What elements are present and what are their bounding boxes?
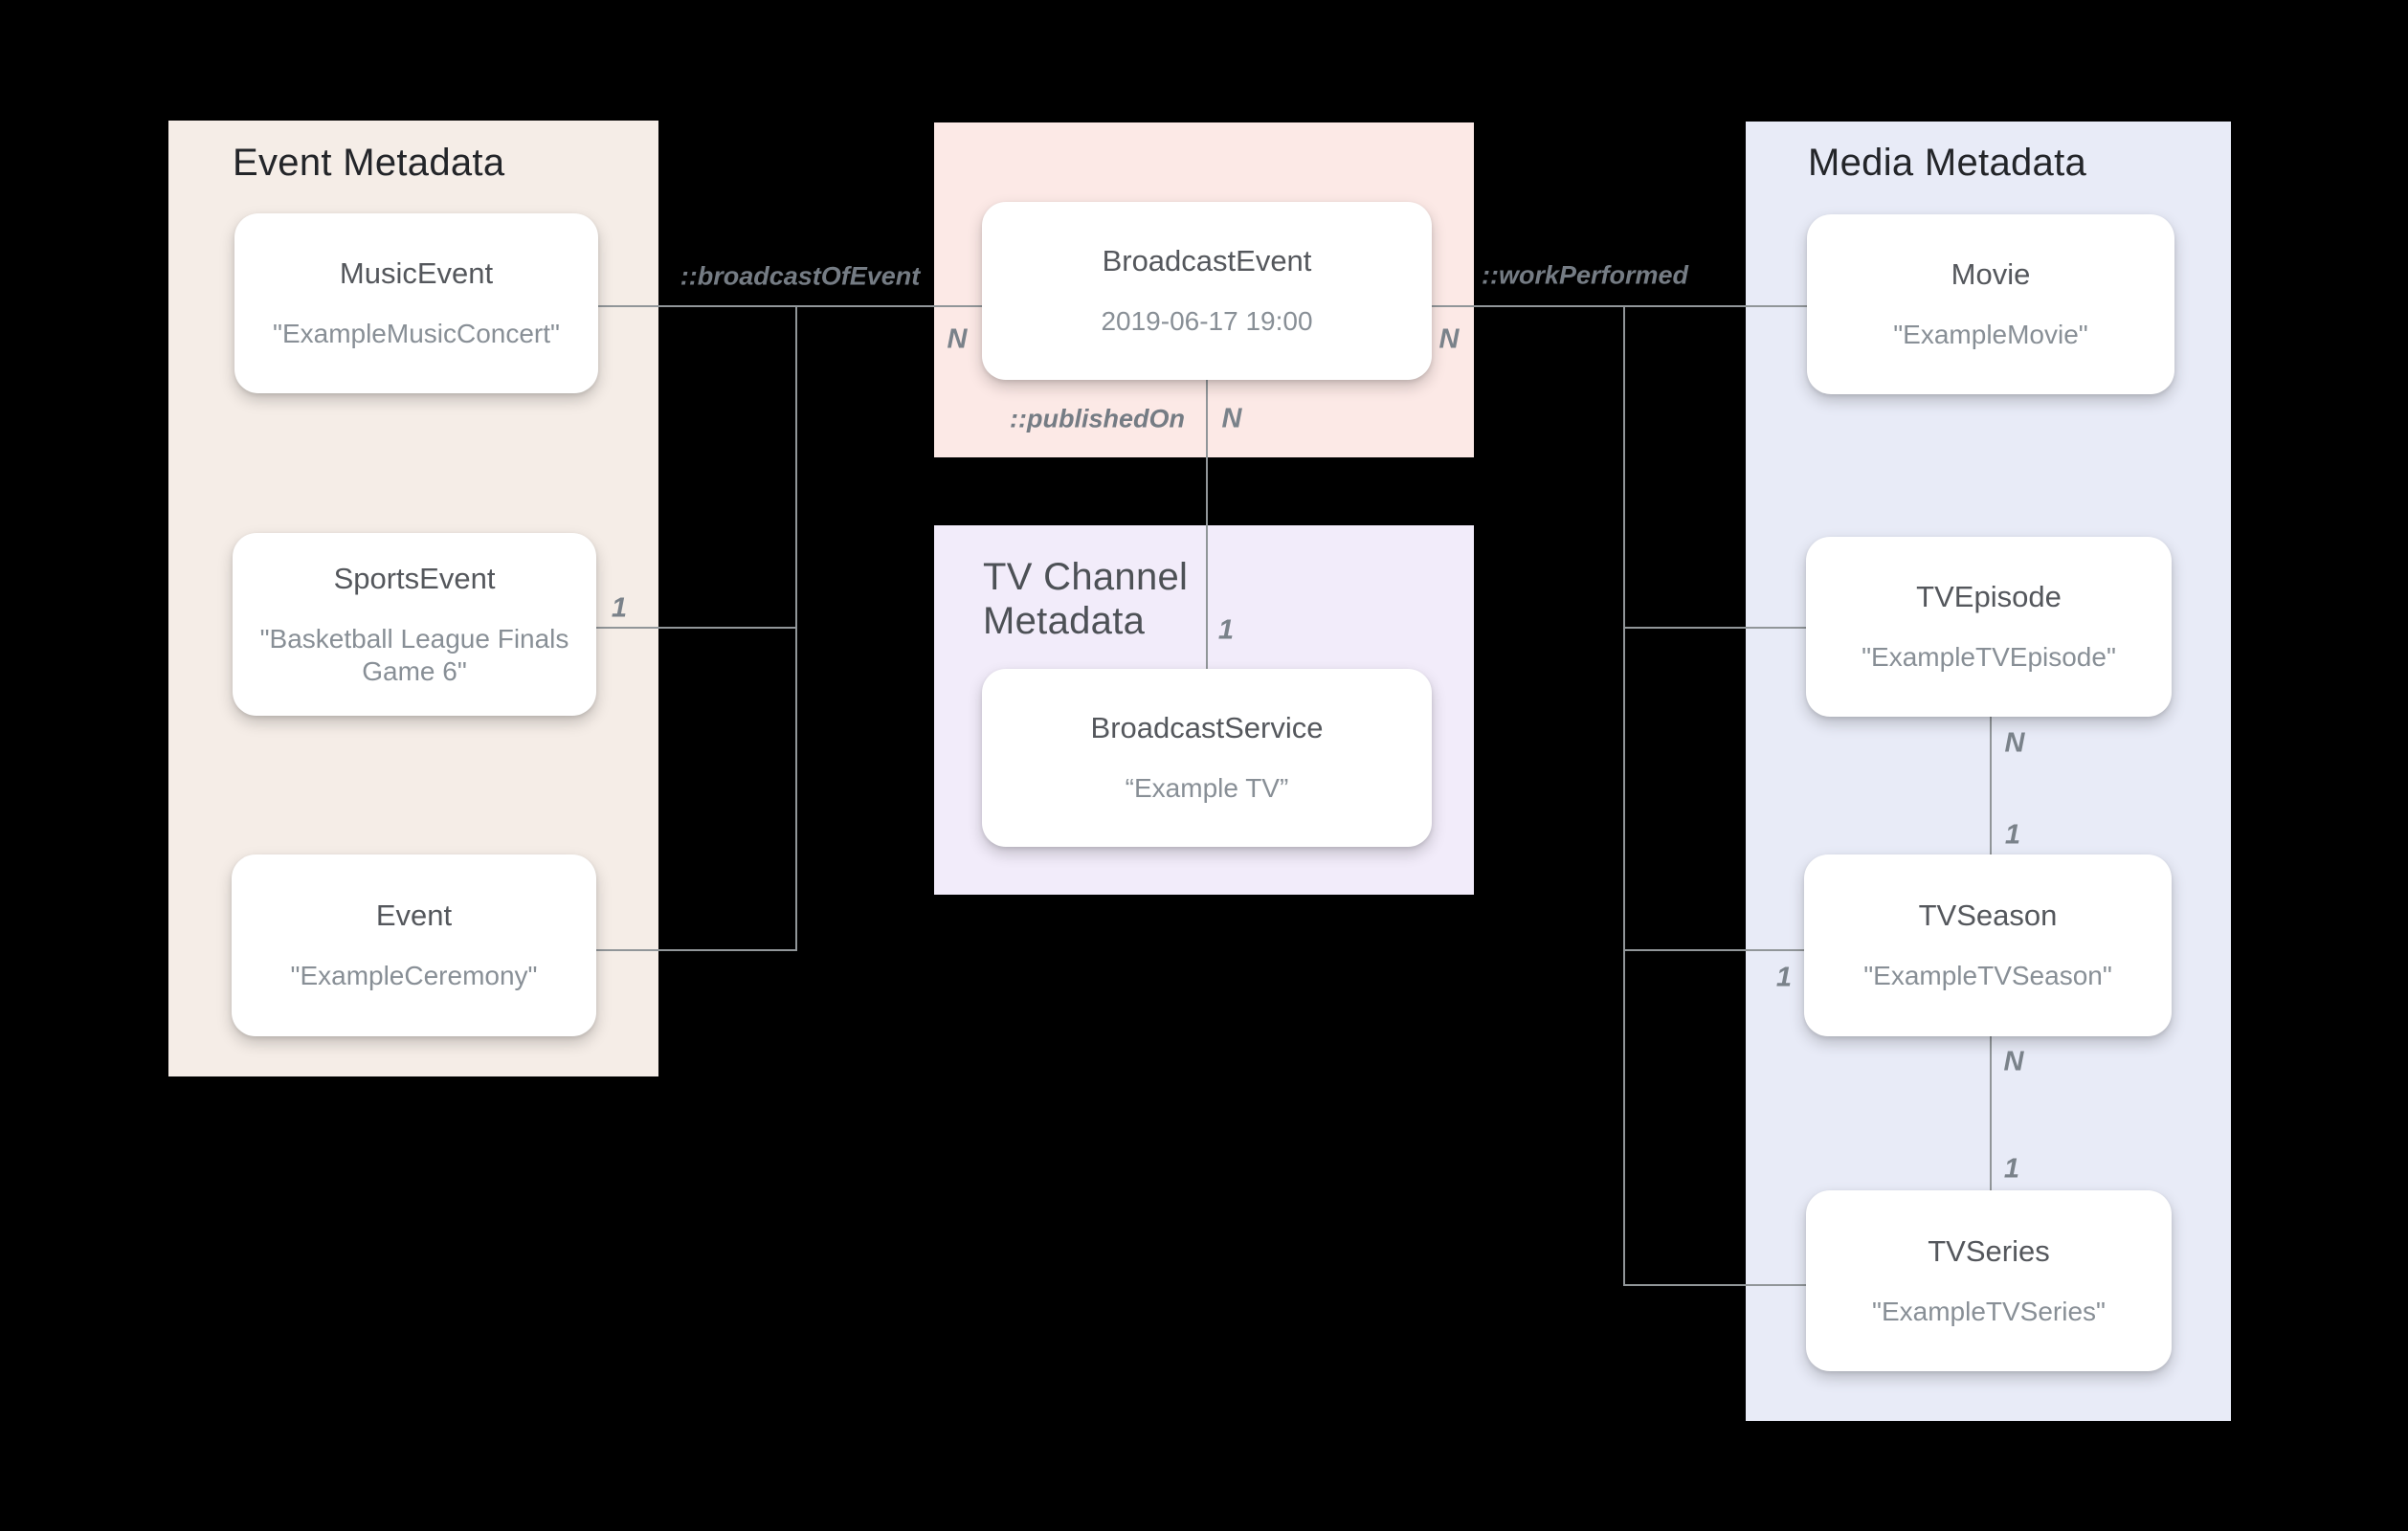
cardinality-n-episode-to-season: N [2004,727,2025,759]
card-subtitle: "ExampleMusicConcert" [273,319,560,348]
card-event: Event "ExampleCeremony" [232,854,596,1036]
cardinality-n-event-side: N [947,323,968,355]
connector-tvseason-to-tvseries [1990,1036,1992,1190]
cardinality-n-media-side: N [1438,323,1460,355]
panel-title-event-metadata: Event Metadata [233,142,505,184]
card-music-event: MusicEvent "ExampleMusicConcert" [234,213,598,393]
card-title: BroadcastEvent [1102,244,1312,277]
card-movie: Movie "ExampleMovie" [1807,214,2174,394]
card-tv-episode: TVEpisode "ExampleTVEpisode" [1806,537,2172,717]
cardinality-1-episode-to-season: 1 [2004,819,2021,851]
card-title: TVEpisode [1916,580,2062,613]
card-subtitle: "ExampleTVEpisode" [1862,642,2116,672]
card-subtitle: "ExampleCeremony" [290,961,538,990]
connector-event-trunk [795,305,797,951]
card-subtitle: 2019-06-17 19:00 [1101,306,1313,336]
connector-tvseries-branch [1623,1284,1806,1286]
card-title: SportsEvent [333,561,496,595]
card-subtitle: "ExampleTVSeason" [1863,961,2112,990]
cardinality-n-published-on: N [1221,403,1242,434]
card-tv-season: TVSeason "ExampleTVSeason" [1804,854,2172,1036]
relation-label-work-performed: ::workPerformed [1481,260,1689,290]
cardinality-n-season-to-series: N [2003,1046,2024,1077]
connector-event-branch [596,949,795,951]
connector-broadcastevent-to-broadcastservice [1206,380,1208,669]
card-subtitle: "Basketball League Finals Game 6" [259,623,569,686]
cardinality-1-tv-season-branch: 1 [1775,962,1793,993]
card-title: TVSeason [1918,899,2058,932]
panel-title-media-metadata: Media Metadata [1808,142,2087,184]
connector-tvepisode-branch [1623,627,1806,629]
cardinality-1-sports-event: 1 [611,592,628,624]
relation-label-published-on: ::publishedOn [1010,404,1185,433]
cardinality-1-published-on: 1 [1217,614,1235,646]
card-subtitle: “Example TV” [1125,773,1289,803]
card-title: Movie [1951,257,2031,291]
card-broadcast-service: BroadcastService “Example TV” [982,669,1432,847]
panel-title-tv-channel-metadata: TV Channel Metadata [983,556,1189,642]
connector-media-trunk [1623,305,1625,1285]
card-subtitle: "ExampleTVSeries" [1872,1296,2106,1326]
connector-musicevent-to-broadcastevent [598,305,982,307]
relation-label-broadcast-of-event: ::broadcastOfEvent [680,261,921,291]
card-subtitle: "ExampleMovie" [1893,320,2088,349]
connector-tvepisode-to-tvseason [1990,717,1992,854]
card-sports-event: SportsEvent "Basketball League Finals Ga… [233,533,596,716]
card-title: BroadcastService [1090,711,1324,744]
card-title: MusicEvent [339,256,494,290]
card-tv-series: TVSeries "ExampleTVSeries" [1806,1190,2172,1371]
card-broadcast-event: BroadcastEvent 2019-06-17 19:00 [982,202,1432,380]
connector-tvseason-branch [1623,949,1806,951]
cardinality-1-season-to-series: 1 [2003,1153,2020,1185]
card-title: Event [375,899,453,932]
connector-broadcastevent-to-movie [1432,305,1807,307]
card-title: TVSeries [1928,1233,2050,1268]
connector-sportsevent-branch [596,627,795,629]
